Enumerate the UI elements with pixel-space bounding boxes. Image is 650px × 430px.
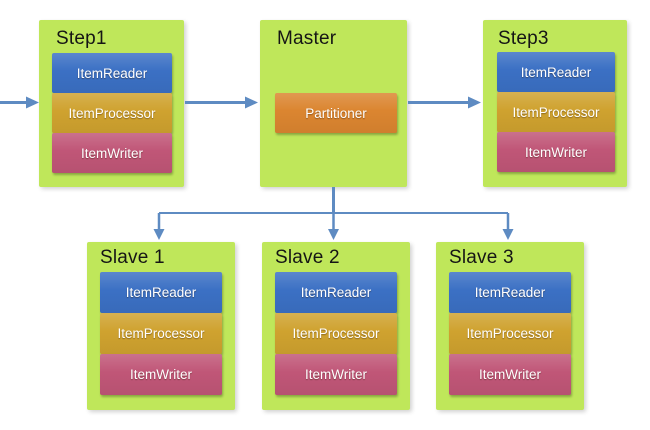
node-step3-component-stack: ItemReader ItemProcessor ItemWriter xyxy=(497,52,615,172)
connector-master-to-slaves xyxy=(153,187,514,240)
node-slave1: Slave 1 ItemReader ItemProcessor ItemWri… xyxy=(87,242,235,410)
arrow-to-slave1 xyxy=(153,213,165,240)
node-slave1-component-stack: ItemReader ItemProcessor ItemWriter xyxy=(100,272,222,395)
component-itemreader: ItemReader xyxy=(275,272,397,313)
component-itemprocessor: ItemProcessor xyxy=(100,313,222,354)
node-slave2: Slave 2 ItemReader ItemProcessor ItemWri… xyxy=(262,242,410,410)
component-itemreader: ItemReader xyxy=(100,272,222,313)
node-master: Master Partitioner xyxy=(260,20,407,187)
node-master-title: Master xyxy=(277,28,337,49)
component-itemwriter: ItemWriter xyxy=(497,132,615,172)
node-slave3: Slave 3 ItemReader ItemProcessor ItemWri… xyxy=(436,242,584,410)
node-slave3-component-stack: ItemReader ItemProcessor ItemWriter xyxy=(449,272,571,395)
component-itemwriter: ItemWriter xyxy=(275,354,397,395)
node-slave2-title: Slave 2 xyxy=(275,247,340,268)
component-itemprocessor: ItemProcessor xyxy=(52,93,172,133)
component-partitioner: Partitioner xyxy=(275,93,397,133)
component-itemreader: ItemReader xyxy=(52,53,172,93)
arrow-to-slave3 xyxy=(502,213,514,240)
component-itemprocessor: ItemProcessor xyxy=(449,313,571,354)
arrow-input-to-step1 xyxy=(0,96,39,109)
component-itemreader: ItemReader xyxy=(497,52,615,92)
node-step1: Step1 ItemReader ItemProcessor ItemWrite… xyxy=(39,20,184,187)
node-step1-title: Step1 xyxy=(56,28,107,49)
node-slave2-component-stack: ItemReader ItemProcessor ItemWriter xyxy=(275,272,397,395)
node-step3: Step3 ItemReader ItemProcessor ItemWrite… xyxy=(483,20,627,187)
node-slave3-title: Slave 3 xyxy=(449,247,514,268)
component-itemwriter: ItemWriter xyxy=(449,354,571,395)
node-step3-title: Step3 xyxy=(498,28,549,49)
node-step1-component-stack: ItemReader ItemProcessor ItemWriter xyxy=(52,53,172,173)
component-itemwriter: ItemWriter xyxy=(100,354,222,395)
component-itemprocessor: ItemProcessor xyxy=(275,313,397,354)
node-slave1-title: Slave 1 xyxy=(100,247,165,268)
arrow-to-slave2 xyxy=(328,213,339,240)
component-itemreader: ItemReader xyxy=(449,272,571,313)
component-itemwriter: ItemWriter xyxy=(52,133,172,173)
component-itemprocessor: ItemProcessor xyxy=(497,92,615,132)
arrow-master-to-step3 xyxy=(408,96,481,109)
arrow-step1-to-master xyxy=(185,96,258,109)
